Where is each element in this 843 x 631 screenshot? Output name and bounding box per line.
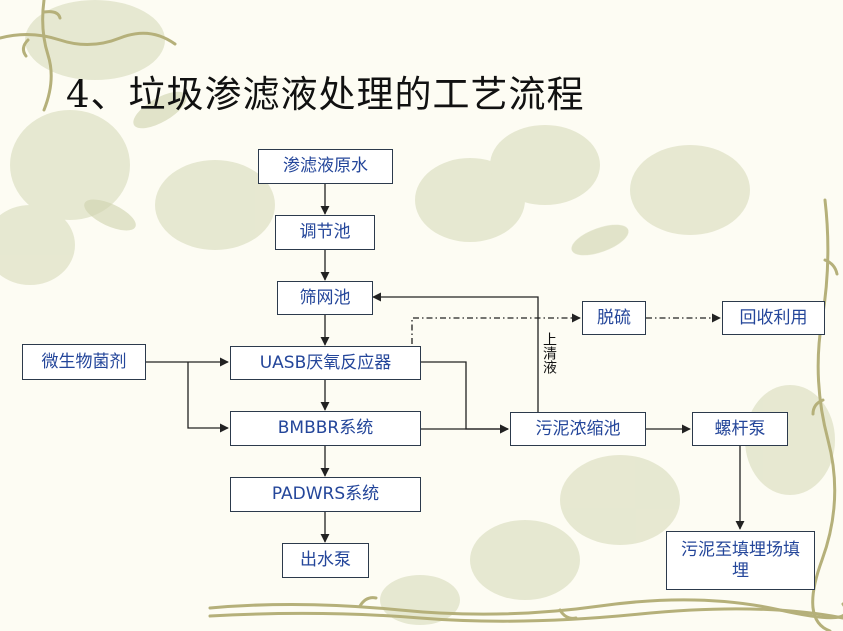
node-screw-pump: 螺杆泵 (692, 412, 788, 446)
node-screen-tank: 筛网池 (277, 281, 373, 315)
page-title: 4、垃圾渗滤液处理的工艺流程 (66, 73, 585, 116)
node-regulating-tank: 调节池 (275, 215, 375, 250)
node-uasb-reactor: UASB厌氧反应器 (230, 346, 421, 380)
node-bmbbr-system: BMBBR系统 (230, 411, 421, 446)
node-sludge-landfill: 污泥至填埋场填埋 (666, 531, 815, 590)
node-recycling: 回收利用 (722, 301, 825, 335)
node-outlet-pump: 出水泵 (282, 543, 369, 578)
node-raw-water: 渗滤液原水 (258, 149, 393, 184)
node-padwrs-system: PADWRS系统 (230, 477, 421, 512)
arrow-supernatant-return (372, 292, 539, 412)
node-sludge-thickener: 污泥浓缩池 (510, 412, 646, 446)
node-microbial-agent: 微生物菌剂 (22, 344, 146, 380)
supernatant-label: 上清液 (540, 332, 557, 374)
arrow-microbial-to-bmbbr (187, 362, 229, 433)
arrow-uasb-to-thickener (421, 361, 509, 434)
dashed-uasb-to-desulfurization (411, 313, 581, 344)
node-desulfurization: 脱硫 (582, 301, 646, 335)
